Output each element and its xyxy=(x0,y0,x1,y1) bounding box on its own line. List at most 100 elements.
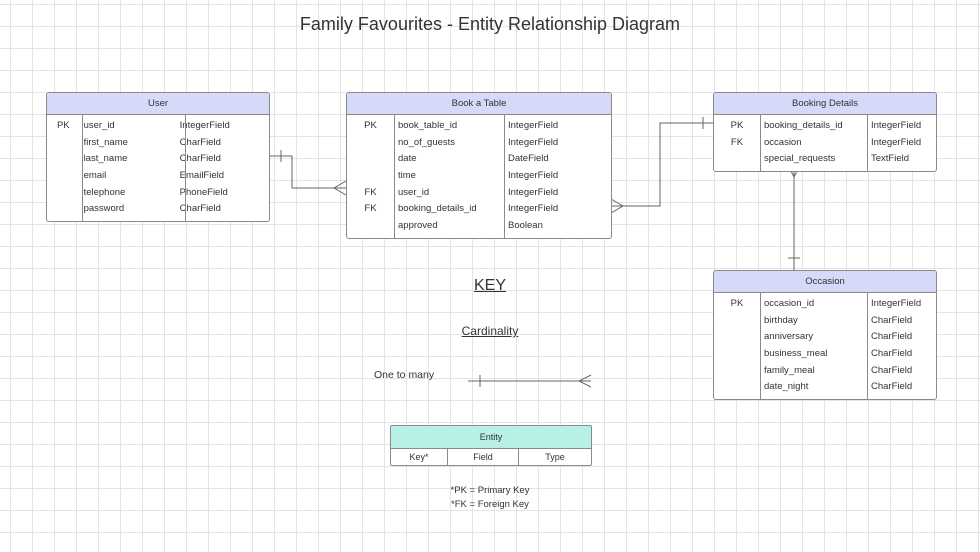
field-cell: business_meal xyxy=(764,348,828,360)
type-cell: IntegerField xyxy=(508,170,559,182)
key-cell xyxy=(47,185,80,202)
type-cell: IntegerField xyxy=(508,186,559,198)
key-cell xyxy=(47,168,80,185)
field-cell: first_name xyxy=(83,136,128,148)
key-cell xyxy=(714,363,760,380)
key-notes: *PK = Primary Key *FK = Foreign Key xyxy=(430,484,550,512)
field-cell: occasion xyxy=(764,136,802,148)
table-row: approved Boolean xyxy=(347,218,611,235)
field-cell: book_table_id xyxy=(398,120,458,131)
key-cell xyxy=(347,151,394,168)
type-cell: IntegerField xyxy=(179,120,230,131)
legend-type-column: Type xyxy=(518,449,591,465)
key-cell xyxy=(714,329,760,346)
legend-header: Entity xyxy=(391,426,591,449)
table-row: date_night CharField xyxy=(714,379,936,396)
rel-booktable-many-mark xyxy=(333,180,347,196)
key-cell: FK xyxy=(364,203,377,215)
key-cell xyxy=(347,168,394,185)
type-cell: CharField xyxy=(179,153,221,165)
key-cell: PK xyxy=(364,120,377,131)
legend-key-column: Key* xyxy=(409,452,429,462)
type-cell: CharField xyxy=(871,381,913,393)
type-cell: EmailField xyxy=(179,170,225,182)
table-row: password CharField xyxy=(47,201,269,218)
legend-field-column: Field xyxy=(447,449,518,465)
table-row: anniversary CharField xyxy=(714,329,936,346)
one-to-many-label: One to many xyxy=(374,369,435,381)
field-cell: anniversary xyxy=(764,331,814,343)
field-cell: approved xyxy=(398,220,438,232)
cardinality-heading: Cardinality xyxy=(461,324,519,338)
key-cell xyxy=(347,218,394,235)
type-cell: CharField xyxy=(871,348,913,360)
key-cell xyxy=(714,346,760,363)
note-primary-key: *PK = Primary Key xyxy=(450,485,530,496)
table-row: time IntegerField xyxy=(347,168,611,185)
type-cell: IntegerField xyxy=(508,120,559,131)
entity-header: Occasion xyxy=(714,271,936,293)
field-cell: booking_details_id xyxy=(764,120,843,131)
table-row: first_name CharField xyxy=(47,135,269,152)
field-cell: user_id xyxy=(398,186,430,198)
table-row: date DateField xyxy=(347,151,611,168)
field-cell: date_night xyxy=(764,381,809,393)
key-cell xyxy=(714,151,760,168)
table-row: special_requests TextField xyxy=(714,151,936,168)
key-cell: PK xyxy=(730,298,744,309)
entity-header: User xyxy=(47,93,269,115)
table-row: telephone PhoneField xyxy=(47,185,269,202)
field-cell: user_id xyxy=(83,120,115,131)
entity-header: Booking Details xyxy=(714,93,936,115)
key-many-mark xyxy=(577,374,592,388)
type-cell: IntegerField xyxy=(508,203,559,215)
legend-entity: Entity Key* Field Type xyxy=(390,425,592,466)
type-cell: IntegerField xyxy=(871,298,922,309)
key-cell xyxy=(714,313,760,330)
field-cell: special_requests xyxy=(764,153,836,165)
rel-user-booktable xyxy=(269,155,346,189)
table-row: FK user_id IntegerField xyxy=(347,185,611,202)
type-cell: DateField xyxy=(508,153,549,165)
type-cell: Boolean xyxy=(508,220,543,232)
field-cell: password xyxy=(83,203,125,215)
rel-bookingdetails-booktable xyxy=(611,122,713,207)
rel-booktable-many-mark-2 xyxy=(610,198,624,214)
table-row: business_meal CharField xyxy=(714,346,936,363)
key-cell xyxy=(714,379,760,396)
table-row: email EmailField xyxy=(47,168,269,185)
field-cell: email xyxy=(83,170,107,182)
field-cell: telephone xyxy=(83,186,126,198)
note-foreign-key: *FK = Foreign Key xyxy=(451,499,529,510)
key-cell xyxy=(47,151,80,168)
type-cell: PhoneField xyxy=(179,186,228,198)
field-cell: occasion_id xyxy=(764,298,815,309)
field-cell: time xyxy=(398,170,416,182)
key-cell xyxy=(47,201,80,218)
type-cell: CharField xyxy=(179,136,221,148)
type-cell: CharField xyxy=(179,203,221,215)
field-cell: family_meal xyxy=(764,364,815,376)
table-row: PK occasion_id IntegerField xyxy=(714,296,936,313)
key-cell: PK xyxy=(56,120,70,131)
field-cell: date xyxy=(398,153,417,165)
type-cell: CharField xyxy=(871,331,913,343)
key-cell: FK xyxy=(364,186,377,198)
table-row: PK book_table_id IntegerField xyxy=(347,118,611,135)
key-cell xyxy=(347,135,394,152)
key-cell: FK xyxy=(730,136,744,148)
legend-columns: Key* Field Type xyxy=(391,449,591,465)
type-cell: CharField xyxy=(871,364,913,376)
type-cell: TextField xyxy=(871,153,910,165)
